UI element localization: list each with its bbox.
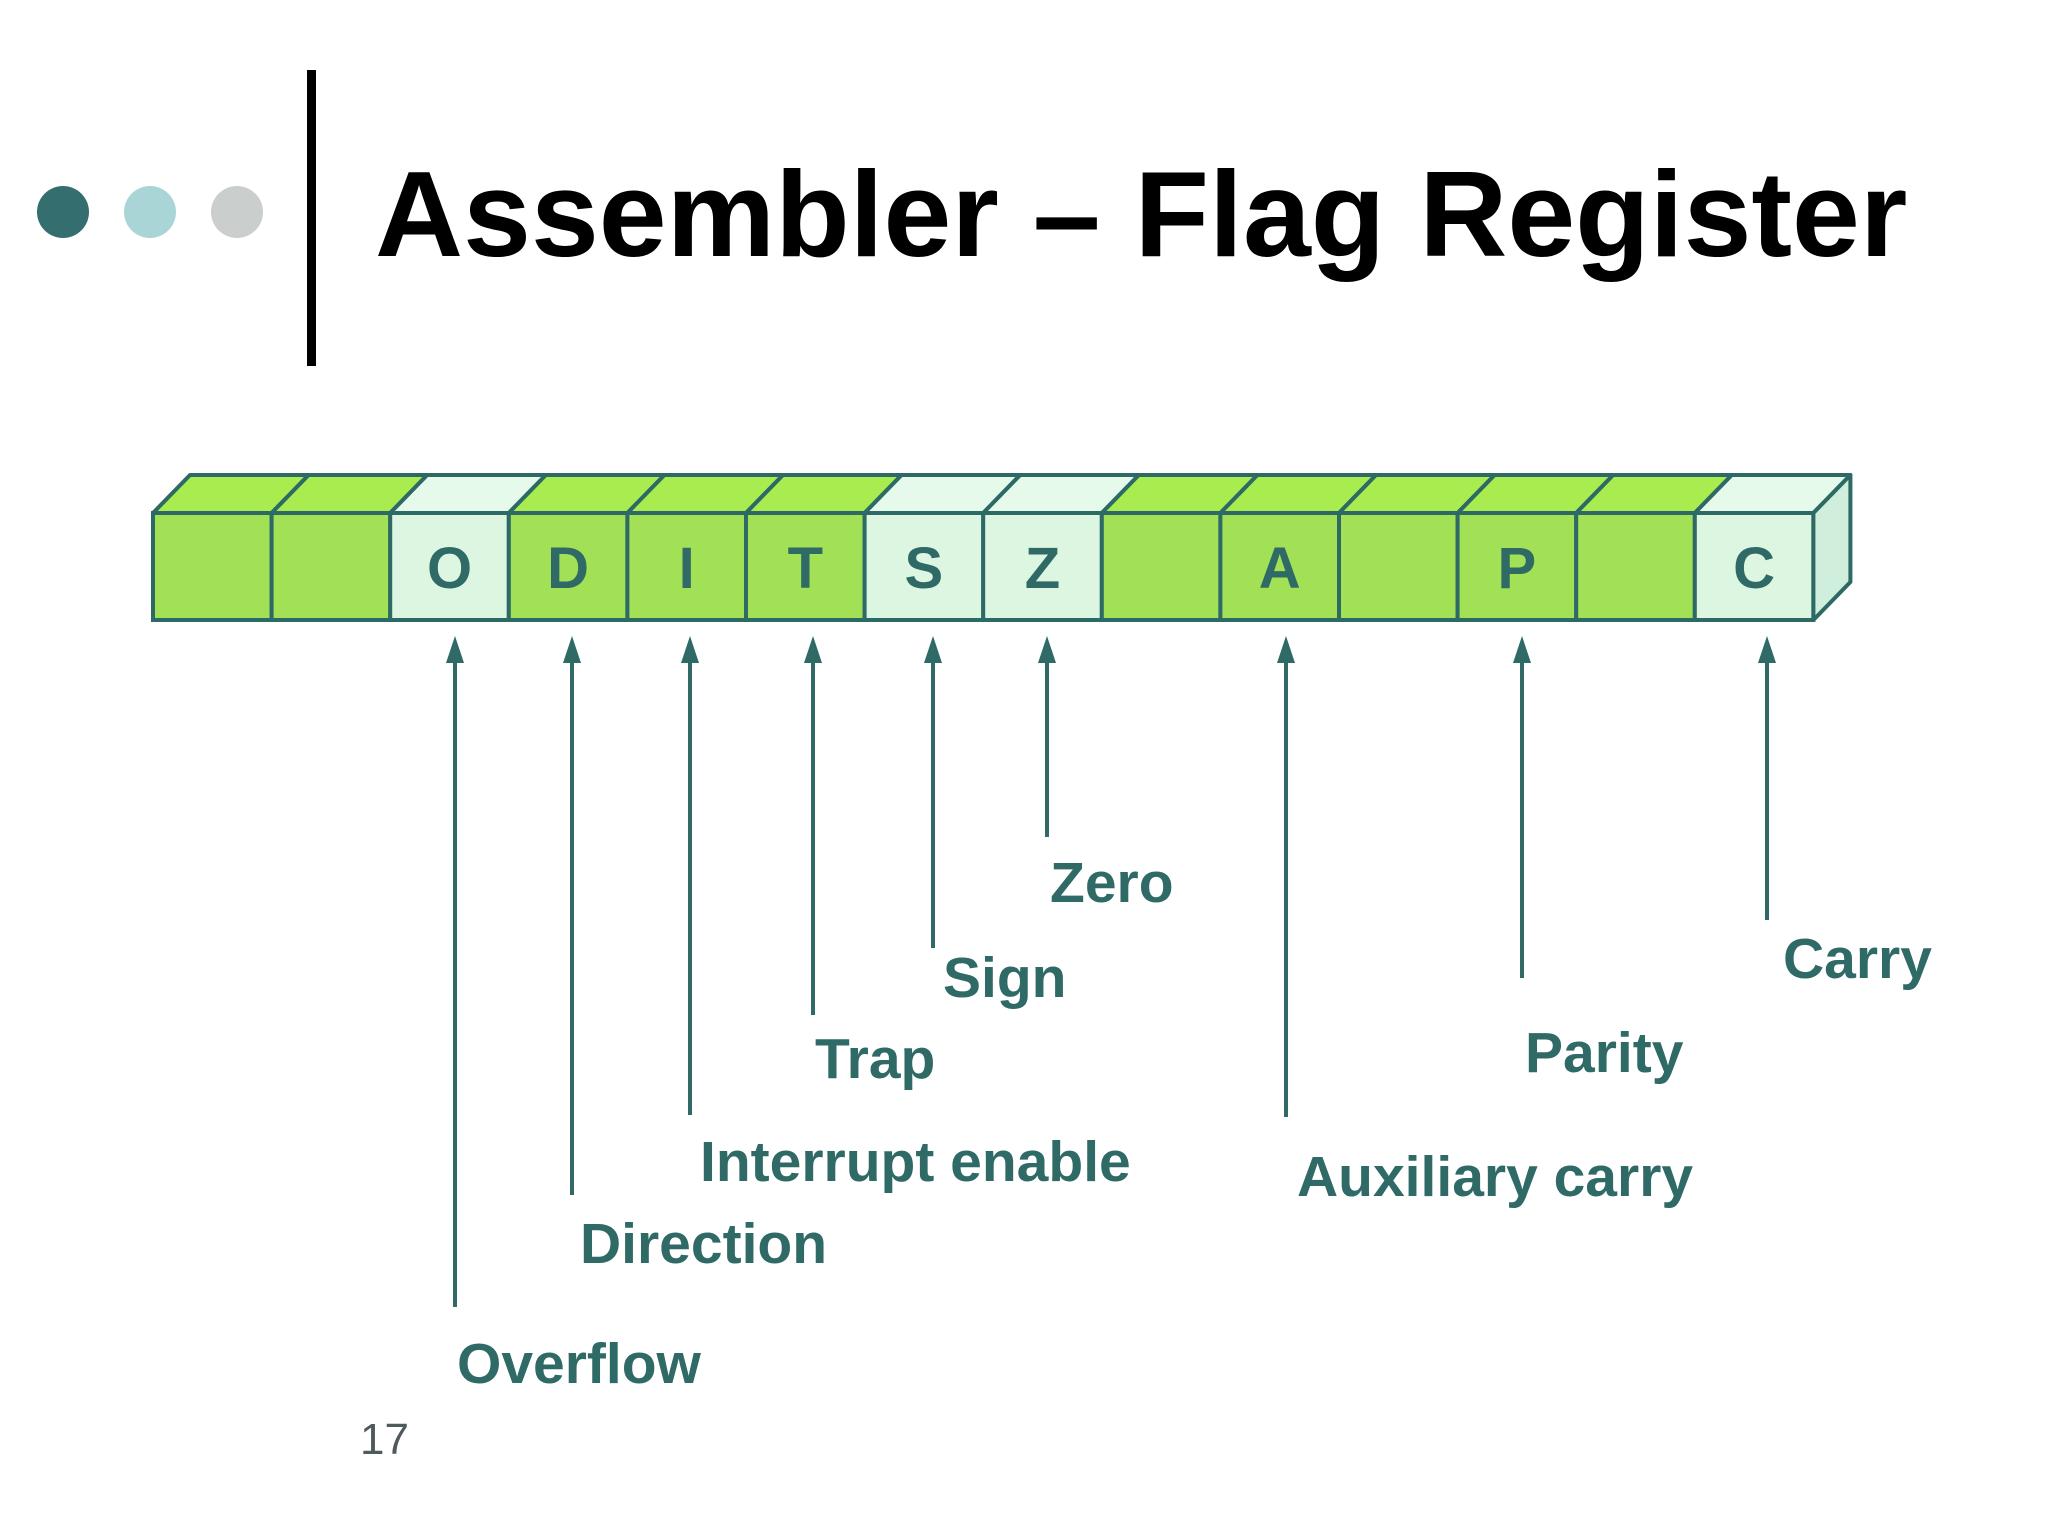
register-cell-letter-4: I [679, 536, 695, 601]
flag-arrowhead-auxiliary-carry [1277, 636, 1295, 663]
flag-arrowhead-interrupt-enable [681, 636, 699, 663]
register-cell-letter-2: O [427, 536, 472, 601]
flag-label-interrupt-enable: Interrupt enable [700, 1130, 1131, 1194]
flag-label-overflow: Overflow [457, 1332, 702, 1396]
flag-arrowhead-parity [1513, 636, 1531, 663]
title-divider-bar [307, 70, 316, 366]
register-cell-12 [1574, 511, 1697, 622]
flag-arrowhead-zero [1038, 636, 1056, 663]
page-number: 17 [360, 1415, 409, 1464]
flag-arrowhead-direction [563, 636, 581, 663]
decor-dot-1 [37, 186, 89, 238]
flag-label-auxiliary-carry: Auxiliary carry [1297, 1145, 1693, 1209]
flag-label-carry: Carry [1783, 927, 1932, 991]
register-cell-7 [981, 511, 1104, 622]
register-cell-13 [1692, 511, 1816, 622]
register-cell-9 [1218, 511, 1342, 622]
register-cell-10 [1337, 511, 1460, 622]
register-cell-1 [269, 511, 393, 622]
flag-label-direction: Direction [580, 1212, 827, 1276]
register-cell-6 [862, 511, 986, 622]
register-cell-letter-9: A [1259, 536, 1301, 601]
flag-arrowhead-sign [924, 636, 942, 663]
flag-arrowhead-carry [1758, 636, 1776, 663]
register-cell-letter-5: T [788, 536, 823, 601]
flag-arrowhead-trap [804, 636, 822, 663]
page-title: Assembler – Flag Register [375, 146, 1908, 282]
register-cell-letter-11: P [1498, 536, 1537, 601]
flag-arrowhead-overflow [446, 636, 464, 663]
flag-label-trap: Trap [815, 1027, 935, 1091]
register-cell-letter-6: S [905, 536, 944, 601]
register-cell-letter-7: Z [1025, 536, 1060, 601]
register-cell-2 [388, 511, 511, 622]
decor-dot-3 [211, 186, 263, 238]
flag-label-sign: Sign [943, 946, 1067, 1010]
register-cell-11 [1455, 511, 1579, 622]
register-cell-3 [506, 511, 630, 622]
register-cell-letter-13: C [1733, 536, 1775, 601]
decor-dot-2 [124, 186, 176, 238]
flag-label-parity: Parity [1525, 1021, 1684, 1085]
register-cell-0 [151, 511, 274, 622]
register-cell-letter-3: D [547, 536, 589, 601]
register-cell-8 [1099, 511, 1223, 622]
register-side-face [1811, 473, 1853, 622]
flag-label-zero: Zero [1050, 851, 1174, 915]
